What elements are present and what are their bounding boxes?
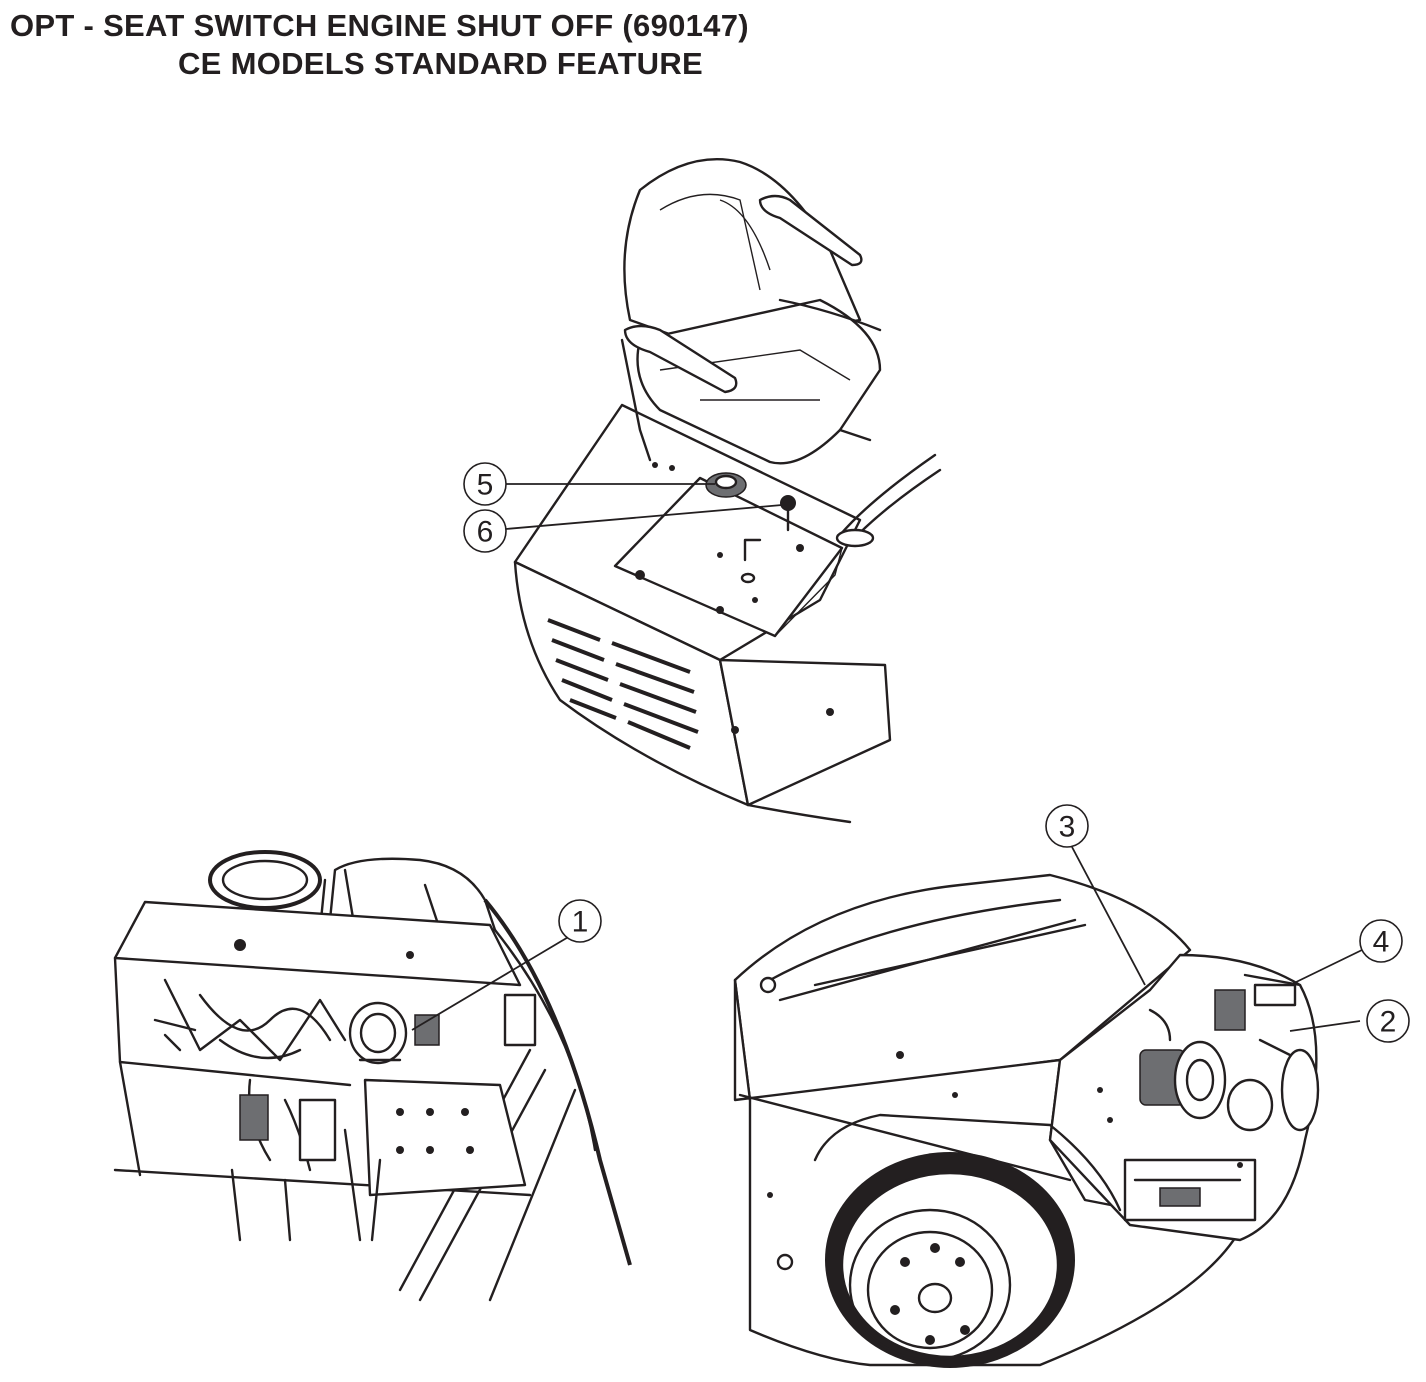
rear-tire [825,1152,1075,1368]
callout-2: 2 [1366,999,1410,1043]
seat-cushion [636,298,882,465]
callout-1: 1 [558,899,602,943]
callout-6-label: 6 [477,516,494,549]
switch-mount-panel [363,1078,527,1197]
callout-5: 5 [463,462,507,506]
seat-assembly-view [513,158,942,824]
hood-vent-slots [547,618,699,750]
callout-4: 4 [1359,919,1403,963]
left-armrest [623,324,738,394]
hood-front-panel [513,560,750,807]
callout-5-label: 5 [477,469,494,502]
steering-wheel [208,850,322,910]
callout-6: 6 [463,509,507,553]
dash-top-plate [113,900,522,987]
rear-engine-view [733,873,1320,1368]
right-armrest [758,194,863,267]
callout-3-label: 3 [1059,811,1076,844]
grommet-part [780,495,796,511]
callout-1-label: 1 [572,906,589,939]
diagram-title-line-2: CE MODELS STANDARD FEATURE [178,46,704,81]
diagram-title-line-1: OPT - SEAT SWITCH ENGINE SHUT OFF (69014… [10,8,749,43]
callout-leaders [411,483,1363,1032]
switch-assembly-part [348,1001,408,1065]
rear-hood [733,873,1192,1102]
callout-2-label: 2 [1380,1006,1397,1039]
callout-3: 3 [1045,804,1089,848]
callout-4-label: 4 [1373,926,1390,959]
dash-panel-view [113,850,632,1302]
hood-side-panel [718,658,892,807]
console-cover [328,857,497,932]
